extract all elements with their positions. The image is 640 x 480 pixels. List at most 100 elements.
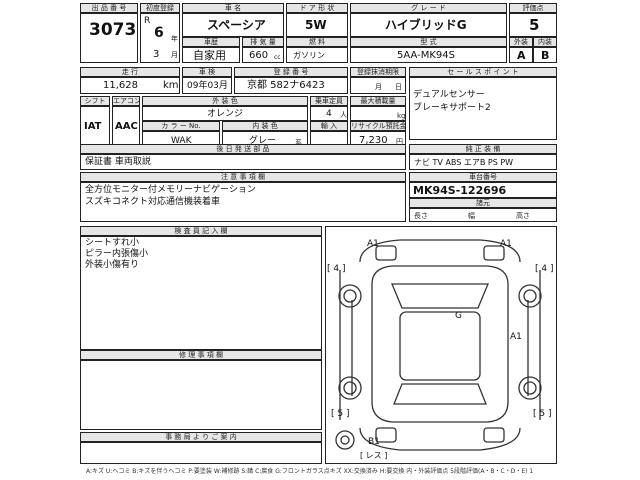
model-code-header: 型 式 <box>350 37 507 47</box>
damage-right-front-wheel: [ 4 ] <box>535 264 554 274</box>
int-grade: B <box>541 49 550 62</box>
inspector-header: 検 査 員 記 入 欄 <box>80 226 322 236</box>
sales-point-1: デュアルセンサー <box>413 90 485 100</box>
ext-color: オレンジ <box>207 109 244 119</box>
spare-tire <box>335 430 355 450</box>
displacement: 660 <box>249 50 269 61</box>
capacity-unit: 人 <box>340 111 347 119</box>
damage-roof: G <box>455 311 462 321</box>
equipment-header: 純 正 装 備 <box>409 144 557 154</box>
chassis-header: 車台番号 <box>409 172 557 182</box>
aircon-header: エアコン <box>112 96 140 106</box>
damage-rear-bumper: B1 <box>368 437 380 447</box>
right-front-wheel <box>518 284 542 308</box>
ext-grade: A <box>517 49 526 62</box>
front-bumper-outline <box>359 239 521 263</box>
note-2: スズキコネクト対応通信機装着車 <box>85 197 221 207</box>
left-front-hub <box>343 289 357 303</box>
inspector-note-3: 外装小傷有り <box>85 260 140 270</box>
score: 5 <box>529 16 540 34</box>
max-load-cell: kg <box>350 106 406 121</box>
mileage: 11,628 <box>103 80 138 91</box>
damage-left-rear-wheel: [ 5 ] <box>331 409 350 419</box>
roof-outline <box>399 311 481 381</box>
displacement-header: 排 気 量 <box>242 37 284 47</box>
damage-right-rear-wheel: [ 5 ] <box>533 409 552 419</box>
inspection-cell: 09年03月 <box>182 77 232 94</box>
rear-glass-outline <box>393 383 487 405</box>
grade: ハイブリッドG <box>385 18 467 32</box>
usage-cell: 自家用 <box>182 47 240 63</box>
plate-cell: 京都 582ナ6423 <box>234 77 348 94</box>
score-cell: 5 <box>509 13 557 37</box>
damage-front-right: A1 <box>500 239 512 249</box>
inspector-note-1: シートすれ小 <box>85 238 140 248</box>
ext-color-header: 外 装 色 <box>142 96 308 106</box>
inspection-header: 車 検 <box>182 67 232 77</box>
notes-header: 注 意 事 項 欄 <box>80 172 406 182</box>
plate-end-header: 登録抹消期限 <box>350 67 406 77</box>
color-no-header: カ ラ ー No. <box>142 121 220 131</box>
int-grade-cell: B <box>533 47 557 63</box>
door-type: 5W <box>305 18 327 32</box>
spare-tire-note: [ レス ] <box>360 451 388 460</box>
plate-header: 登 録 番 号 <box>234 67 348 77</box>
mileage-header: 走 行 <box>80 67 180 77</box>
notes-cell: 全方位モニター付メモリーナビゲーション スズキコネクト対応通信機装着車 <box>80 182 406 222</box>
width-label: 幅 <box>468 212 475 220</box>
reg-year: 6 <box>154 25 164 41</box>
windshield-outline <box>391 283 489 309</box>
color-no: WAK <box>171 136 192 146</box>
sales-point-2: ブレーキサポート2 <box>413 103 491 113</box>
int-color: グレー <box>249 136 277 146</box>
aircon: AAC <box>115 121 138 132</box>
lot-number: 3073 <box>89 20 137 40</box>
model-code-cell: 5AA-MK94S <box>350 47 507 63</box>
door-cell: 5W <box>286 13 348 37</box>
right-rear-wheel <box>518 376 542 400</box>
plate-end-day: 日 <box>395 83 402 91</box>
right-rear-hub <box>523 381 537 395</box>
damage-front-left: A1 <box>367 239 379 249</box>
note-1: 全方位モニター付メモリーナビゲーション <box>85 185 256 195</box>
first-reg-cell: R 6 年 3 月 <box>140 13 180 63</box>
chassis-cell: MK94S-122696 <box>409 182 557 198</box>
rear-left-lamp <box>375 427 397 443</box>
door-header: ド ア 形 状 <box>286 3 348 13</box>
car-name-cell: スペーシア <box>182 13 284 37</box>
inspector-cell: シートすれ小 ピラー内張傷小 外装小傷有り <box>80 236 322 350</box>
shift-header: シフト <box>80 96 110 106</box>
recycle-header: リサイクル預託金 <box>350 121 406 131</box>
mileage-cell: 11,628 km <box>80 77 180 94</box>
capacity-cell: 4 人 <box>310 106 348 121</box>
sales-point-header: セ ー ル ス ポ イ ン ト <box>409 67 557 77</box>
score-header: 評価点 <box>509 3 557 13</box>
displacement-unit: cc <box>274 54 281 61</box>
ext-grade-cell: A <box>509 47 533 63</box>
import-header: 輸 入 <box>310 121 348 131</box>
office-cell <box>80 442 322 464</box>
repair-header: 修 理 事 項 欄 <box>80 350 322 360</box>
car-name-header: 車 名 <box>182 3 284 13</box>
int-color-unit: 系 <box>295 139 302 147</box>
inspection-date: 09年03月 <box>187 81 228 91</box>
shift: IAT <box>84 121 102 132</box>
docs: 保証書 車両取説 <box>85 157 151 167</box>
recycle-unit: 円 <box>396 138 403 146</box>
grade-cell: ハイブリッドG <box>350 13 507 37</box>
inspector-note-2: ピラー内張傷小 <box>85 249 149 259</box>
front-left-lamp <box>375 245 397 261</box>
max-load-header: 最大積載量 <box>350 96 406 106</box>
era: R <box>144 16 151 26</box>
left-rear-hub <box>343 381 357 395</box>
repair-cell <box>80 360 322 430</box>
first-reg-header: 初度登録 <box>140 3 180 13</box>
int-header: 内装 <box>533 37 557 47</box>
left-front-wheel <box>338 284 362 308</box>
fuel: ガソリン <box>293 51 325 60</box>
chassis-number: MK94S-122696 <box>413 184 507 197</box>
front-right-lamp <box>483 245 505 261</box>
model-code: 5AA-MK94S <box>397 50 455 61</box>
right-front-hub <box>523 289 537 303</box>
